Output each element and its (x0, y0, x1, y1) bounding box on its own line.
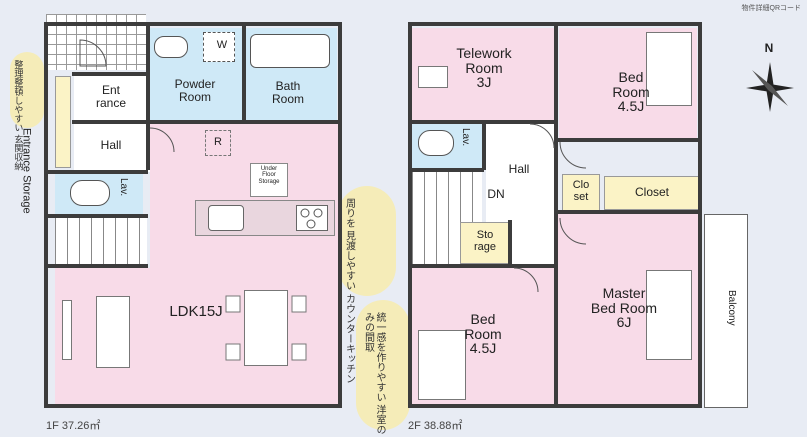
kitchen-note: 周りを 見渡しやすい カウンターキッチン (343, 198, 355, 384)
walls-1f (44, 22, 342, 408)
ldk-room (150, 124, 338, 270)
closet-small-label: Clo set (572, 179, 590, 203)
bathtub (250, 34, 330, 68)
powder-sink (154, 36, 188, 58)
floor-1-caption: 1F 37.26㎡ (46, 420, 101, 432)
door-bed-top (559, 141, 587, 169)
toilet-2f (418, 130, 454, 156)
stairs-dn-label: DN (487, 187, 505, 201)
window-markers (96, 404, 650, 408)
stove-burners (300, 208, 323, 229)
master-bed (646, 270, 692, 360)
entrance-storage-label: Entrance Storage (20, 128, 33, 214)
bed-room-top-label: Bed Room 4.5J (612, 69, 650, 115)
closet-label: Closet (634, 185, 669, 199)
washer-mark: W (216, 39, 228, 51)
toilet-1f (70, 180, 110, 206)
door-entrance (79, 39, 107, 67)
entrance-storage-note: 整理整頓しやすい 玄関収納 (13, 60, 24, 171)
balcony (704, 214, 748, 408)
bath-room-label: Bath Room (271, 79, 304, 106)
entrance-label: Ent rance (95, 83, 127, 110)
door-hall-ldk (149, 127, 175, 153)
hall-1f (74, 124, 150, 172)
stairs-1f (55, 218, 147, 264)
sofa (96, 296, 130, 368)
door-master (559, 217, 587, 245)
hall-2f-label: Hall (508, 162, 530, 176)
floor-2-caption: 2F 38.88㎡ (408, 420, 463, 432)
bed-room-bottom-label: Bed Room 4.5J (464, 311, 502, 357)
compass-star (746, 62, 794, 112)
ldk-label: LDK15J (169, 303, 223, 320)
telework-desk (418, 66, 448, 88)
door-bed-bottom (513, 267, 539, 293)
powder-room-label: Powder Room (174, 77, 216, 104)
dining-chairs (225, 295, 307, 361)
under-floor-storage-box (250, 163, 288, 197)
unity-bubble (356, 300, 410, 430)
storage-label: Sto rage (473, 229, 497, 253)
under-floor-storage-label: Under Floor Storage (258, 166, 280, 185)
washer-space (203, 32, 235, 62)
bed-bottom-bed (418, 330, 466, 400)
entrance (74, 76, 146, 120)
entrance-storage (55, 76, 71, 168)
coffee-table (62, 300, 72, 360)
floor-1-plan: Powder Room W Bath Room Ent rance Entran… (0, 0, 396, 437)
kitchen-sink (208, 205, 244, 231)
unity-note: 統一感を作りやすい 洋室のみの間取 (362, 312, 386, 435)
bed-top-bed (646, 32, 692, 106)
compass-north-label: N (764, 41, 774, 55)
entrance-storage-bubble (10, 52, 44, 128)
balcony-label: Balcony (726, 290, 737, 326)
lavatory-1f-label: Lav. (118, 178, 129, 197)
closet (604, 176, 700, 210)
telework-room-label: Telework Room 3J (456, 45, 512, 91)
stove (296, 205, 328, 231)
qr-code-label: 物件詳細QRコード (741, 5, 802, 12)
compass: N (742, 42, 798, 112)
door-swings (79, 39, 587, 293)
refrigerator-mark: R (214, 136, 222, 148)
lavatory-2f-label: Lav. (460, 128, 471, 147)
refrigerator-box (205, 130, 231, 156)
kitchen-bubble (338, 186, 396, 296)
walls-2f (408, 22, 702, 408)
hall-1f-label: Hall (100, 138, 122, 152)
door-telework (529, 123, 555, 149)
dining-table (244, 290, 288, 366)
master-bed-room-label: Master Bed Room 6J (590, 285, 658, 331)
